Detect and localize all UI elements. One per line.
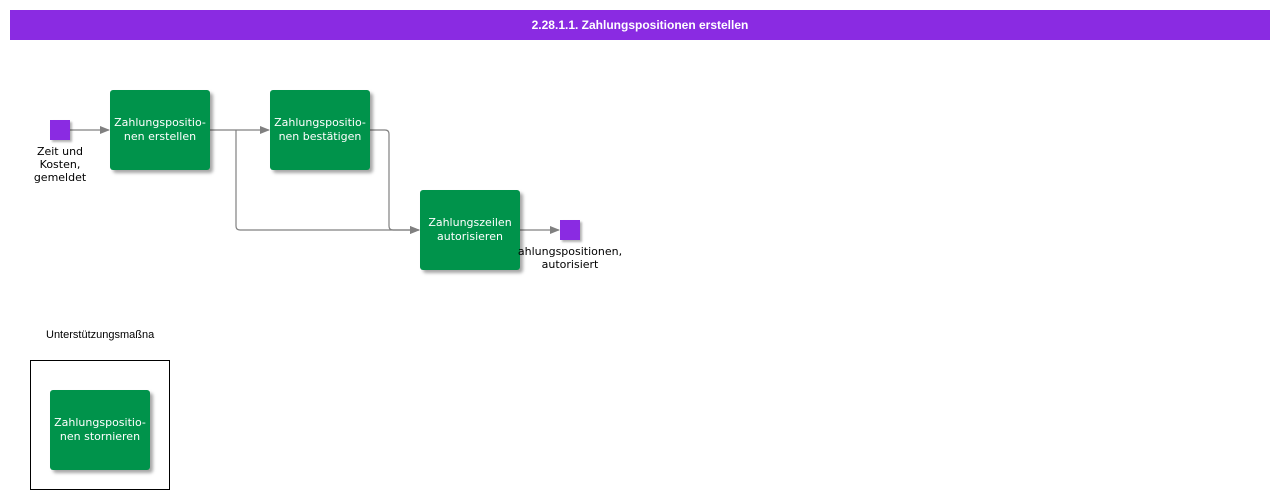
- task-zahlungspositionen-bestaetigen[interactable]: Zahlungspositio- nen bestätigen: [270, 90, 370, 170]
- start-event-label: Zeit und Kosten, gemeldet: [33, 145, 87, 184]
- connector-confirm-to-authorize: [370, 129, 420, 234]
- task-zahlungspositionen-stornieren[interactable]: Zahlungspositio- nen stornieren: [50, 390, 150, 470]
- end-event[interactable]: [560, 220, 580, 240]
- task-zahlungszeilen-autorisieren[interactable]: Zahlungszeilen autorisieren: [420, 190, 520, 270]
- support-section-label: Unterstützungsmaßna: [46, 329, 155, 341]
- start-event[interactable]: [50, 120, 70, 140]
- connector-create-to-authorize: [235, 130, 420, 234]
- diagram-title: 2.28.1.1. Zahlungspositionen erstellen: [10, 10, 1270, 40]
- end-event-label: ahlungspositionen, autorisiert: [517, 245, 623, 271]
- task-zahlungspositionen-erstellen[interactable]: Zahlungspositio- nen erstellen: [110, 90, 210, 170]
